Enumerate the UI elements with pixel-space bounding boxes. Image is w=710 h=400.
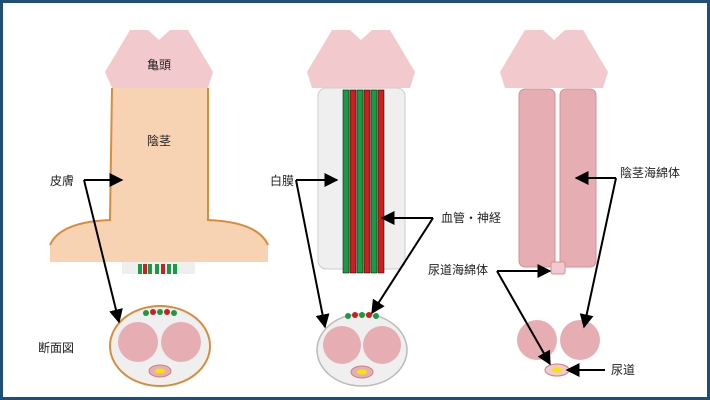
- corpus-cavernosum-left: [518, 88, 556, 268]
- panel-tunica: 白膜 血管・神経: [270, 30, 501, 387]
- cross-section-2: [316, 312, 408, 387]
- label-skin: 皮膚: [50, 173, 74, 188]
- cross-section-1: [109, 305, 211, 387]
- corpus-spongiosum-base: [550, 261, 566, 275]
- panel-external: 亀頭 陰茎 皮膚 断面図: [38, 30, 269, 387]
- label-corpus-spongiosum: 尿道海綿体: [428, 262, 488, 277]
- vessel-bundle: [342, 89, 385, 274]
- label-corpus-cavernosum: 陰茎海綿体: [620, 165, 680, 180]
- arrow-tunica-to-section: [295, 179, 330, 329]
- label-shaft: 陰茎: [147, 134, 171, 148]
- glans: [105, 30, 213, 88]
- shaft-skin: [50, 88, 268, 262]
- label-cross-section: 断面図: [38, 340, 74, 355]
- arrow-cavernosum-to-section: [579, 177, 617, 329]
- glans-2: [307, 30, 415, 88]
- panel-erectile-bodies: 陰茎海綿体 尿道海綿体 尿道: [428, 30, 680, 377]
- shaft-base-vessels: [138, 264, 177, 274]
- arrow-vessels-to-section: [371, 217, 434, 315]
- arrow-spongiosum-to-section: [496, 270, 551, 366]
- label-glans: 亀頭: [147, 58, 171, 72]
- skin-outline: [49, 87, 269, 246]
- arrow-skin-to-section: [83, 179, 123, 324]
- label-tunica: 白膜: [270, 173, 294, 188]
- label-urethra: 尿道: [611, 363, 635, 377]
- label-vessels-nerves: 血管・神経: [441, 210, 501, 225]
- glans-3: [500, 30, 608, 88]
